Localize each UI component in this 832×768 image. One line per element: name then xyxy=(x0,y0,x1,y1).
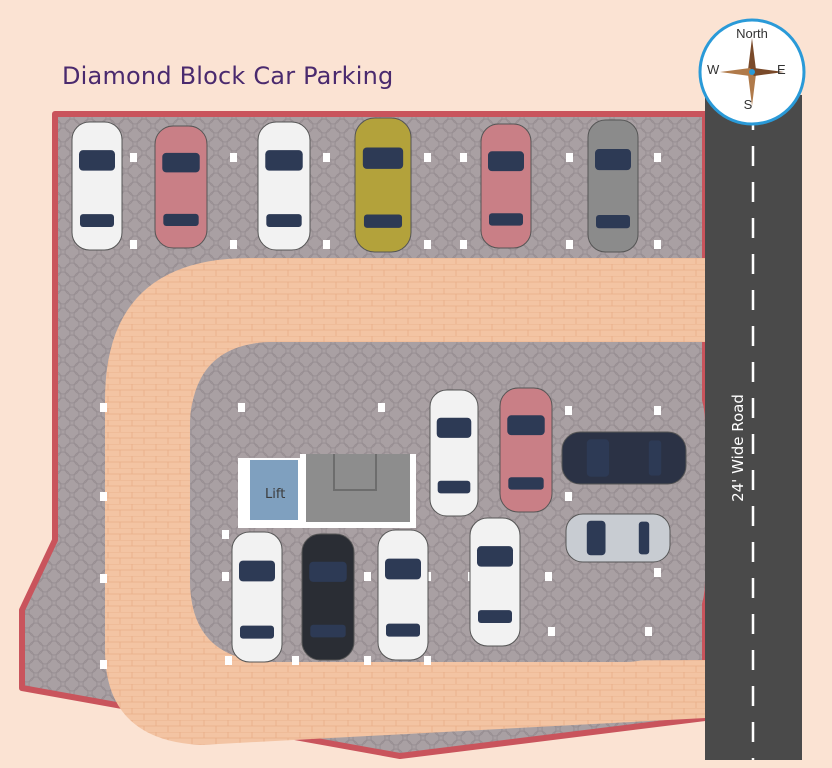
compass-icon xyxy=(698,18,806,126)
car-black-low-2 xyxy=(301,533,355,661)
car-grey-top-6 xyxy=(587,119,639,253)
compass-south: S xyxy=(743,97,753,112)
car-silver-mid-4 xyxy=(565,513,671,563)
car-olive-top-4 xyxy=(354,117,412,253)
car-pink-mid-2 xyxy=(499,387,553,513)
lift-label: Lift xyxy=(265,487,286,502)
compass-north: North xyxy=(736,26,768,41)
driveway xyxy=(105,258,705,745)
car-pink-top-5 xyxy=(480,123,532,249)
car-white-top-3 xyxy=(257,121,311,251)
lift-shaft xyxy=(250,460,298,520)
car-white-low-3 xyxy=(377,529,429,661)
car-pink-top-2 xyxy=(154,125,208,249)
bay-markers xyxy=(100,153,661,669)
stair-notch xyxy=(333,454,377,491)
car-white-low-1 xyxy=(231,531,283,663)
compass-west: W xyxy=(707,62,720,77)
cars xyxy=(71,117,687,663)
car-white-low-4 xyxy=(469,517,521,647)
car-white-top-1 xyxy=(71,121,123,251)
stair-block xyxy=(306,454,410,522)
page-title: Diamond Block Car Parking xyxy=(62,62,394,90)
car-navy-mid-3 xyxy=(561,431,687,485)
compass-east: E xyxy=(777,62,786,77)
road-label: 24' Wide Road xyxy=(729,394,747,502)
car-white-mid-1 xyxy=(429,389,479,517)
road xyxy=(705,95,802,760)
